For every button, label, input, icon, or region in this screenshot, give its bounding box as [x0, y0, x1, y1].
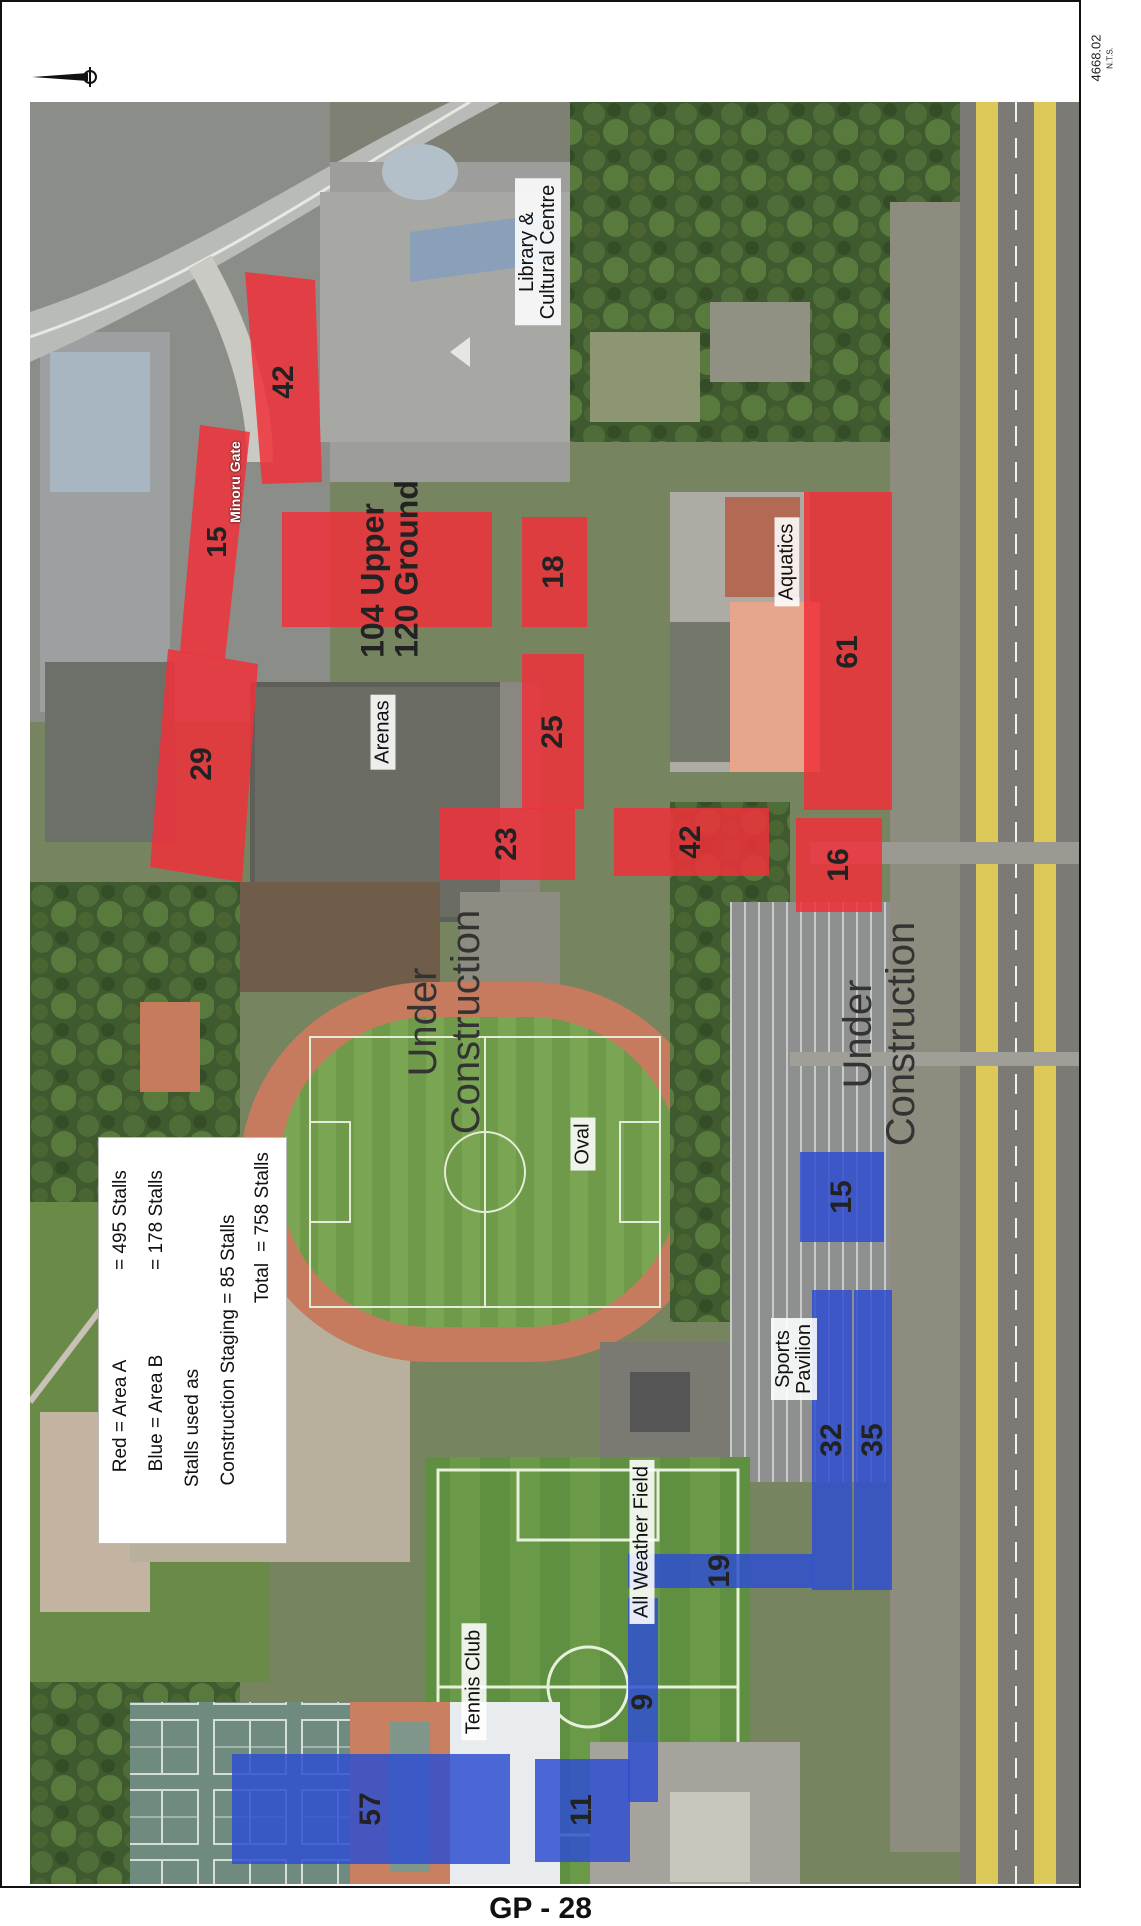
lot-red-23 [440, 808, 575, 880]
legend-red-value: = 495 Stalls [110, 1170, 131, 1270]
lot-blue-35 [854, 1290, 892, 1590]
lot-red-61 [804, 492, 892, 810]
lot-red-42-top [245, 272, 322, 484]
legend-total-value: = 758 Stalls [252, 1152, 273, 1252]
legend-blue-label: Blue = Area B [146, 1354, 167, 1472]
legend-red-label: Red = Area A [110, 1359, 131, 1473]
lot-red-16 [796, 818, 882, 912]
page-label: GP - 28 [489, 1892, 592, 1925]
legend-total-label: Total [252, 1262, 273, 1304]
legend-staging-line1: Stalls used as [182, 1368, 203, 1488]
lot-red-18 [522, 517, 587, 627]
aerial-photo [30, 102, 1079, 1884]
lot-red-29 [150, 649, 258, 882]
lot-blue-9 [628, 1598, 658, 1802]
lot-red-15 [180, 425, 250, 659]
legend-staging-line2: Construction Staging = 85 Stalls [218, 1214, 239, 1486]
aerial-site-map: 42 15 Minoru Gate 104 Upper 120 Ground 1… [30, 102, 1079, 1884]
drawing-number: 4668.02 N.T.S. [1088, 34, 1115, 82]
lot-blue-32 [812, 1290, 852, 1590]
lot-blue-19 [628, 1554, 813, 1588]
lot-blue-57 [232, 1754, 510, 1864]
legend-blue-value: = 178 Stalls [146, 1170, 167, 1270]
lot-blue-11 [535, 1759, 630, 1862]
lot-red-25 [522, 654, 584, 809]
lot-red-42-mid [614, 808, 769, 876]
legend: Red = Area A = 495 Stalls Blue = Area B … [98, 1137, 287, 1544]
lot-blue-15 [800, 1152, 884, 1242]
map-frame: 42 15 Minoru Gate 104 Upper 120 Ground 1… [0, 0, 1081, 1888]
north-arrow-icon [32, 67, 97, 87]
lot-red-104-120 [282, 512, 492, 627]
